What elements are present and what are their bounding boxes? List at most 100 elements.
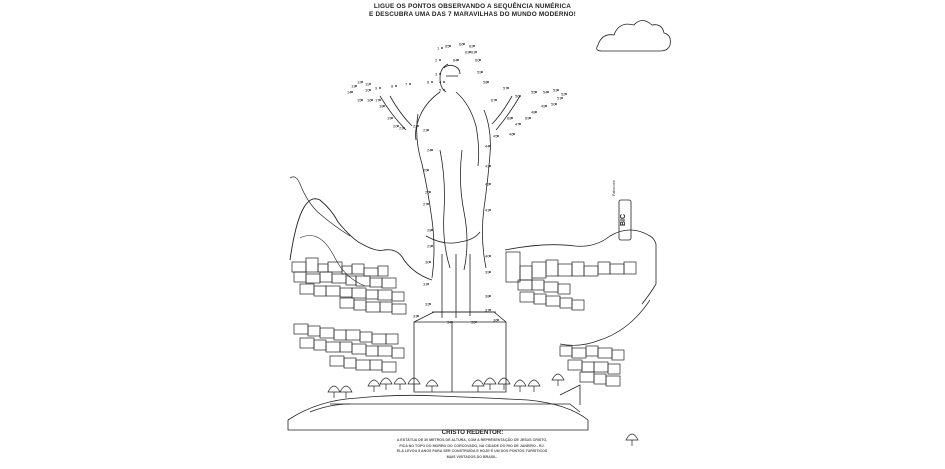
dot-number-41: 41 <box>485 207 490 212</box>
dot-number-31: 31 <box>423 281 428 286</box>
dot-58 <box>487 81 489 83</box>
dot-number-38: 38 <box>485 293 490 298</box>
dot-number-24: 24 <box>427 147 432 152</box>
dot-25 <box>427 169 429 171</box>
terrace <box>287 384 589 431</box>
dot-5 <box>443 89 445 91</box>
dot-number-17: 17 <box>375 97 380 102</box>
dot-number-12: 12 <box>357 79 362 84</box>
dot-number-19: 19 <box>387 115 392 120</box>
trees <box>327 373 639 446</box>
dot-64 <box>457 59 459 61</box>
dot-62 <box>473 45 475 47</box>
favela-left <box>291 257 407 315</box>
dot-number-46: 46 <box>509 131 514 136</box>
dot-number-48: 48 <box>531 109 536 114</box>
dot-20 <box>397 125 399 127</box>
dot-number-45: 45 <box>493 133 498 138</box>
dot-number-60: 60 <box>475 57 480 62</box>
dot-22 <box>417 125 419 127</box>
dot-2 <box>439 59 441 61</box>
dot-number-47: 47 <box>515 121 520 126</box>
dot-number-51: 51 <box>557 95 562 100</box>
dot-number-62: 62 <box>469 43 474 48</box>
dot-number-52: 52 <box>561 91 566 96</box>
dot-number-1: 1 <box>437 45 440 50</box>
dot-48 <box>535 111 537 113</box>
dot-11 <box>369 83 371 85</box>
dot-37 <box>489 309 491 311</box>
instruction-line-1: LIGUE OS PONTOS OBSERVANDO A SEQUÊNCIA N… <box>373 3 572 10</box>
dot-52 <box>565 93 567 95</box>
dot-55 <box>535 91 537 93</box>
dot-46 <box>513 133 515 135</box>
dot-number-33: 33 <box>413 313 418 318</box>
mountain-peak <box>289 176 351 237</box>
dot-number-20: 20 <box>393 123 398 128</box>
caption-body: A ESTÁTUA DE 30 METROS DE ALTURA, COM A … <box>372 438 572 460</box>
dot-7 <box>409 83 411 85</box>
dot-number-6: 6 <box>427 79 430 84</box>
dot-30 <box>429 261 431 263</box>
dot-number-65: 65 <box>445 43 450 48</box>
dot-number-63: 63 <box>465 49 470 54</box>
dot-29 <box>431 245 433 247</box>
dot-number-22: 22 <box>413 123 418 128</box>
dot-number-25: 25 <box>423 167 428 172</box>
dot-47 <box>519 123 521 125</box>
dot-number-18: 18 <box>379 103 384 108</box>
mountain-left <box>289 198 433 281</box>
dot-35 <box>475 321 477 323</box>
dot-number-54: 54 <box>543 89 548 94</box>
dot-number-49: 49 <box>541 103 546 108</box>
dot-26 <box>429 191 431 193</box>
dot-number-5: 5 <box>439 87 442 92</box>
dot-number-2: 2 <box>435 57 438 62</box>
dot-34 <box>451 321 453 323</box>
dot-61 <box>475 51 477 53</box>
cloud <box>596 20 671 52</box>
dot-50 <box>555 103 557 105</box>
favela-right-lower <box>559 345 625 387</box>
dot-number-29: 29 <box>427 243 432 248</box>
dot-41 <box>489 209 491 211</box>
dot-43 <box>489 165 491 167</box>
mountain-right-2 <box>559 299 651 346</box>
dot-10 <box>369 89 371 91</box>
instruction-line-2: E DESCUBRA UMA DAS 7 MARAVILHAS DO MUNDO… <box>369 11 576 18</box>
dot-number-58: 58 <box>483 79 488 84</box>
dot-66 <box>463 43 465 45</box>
statue-pedestal <box>413 311 507 393</box>
dot-23 <box>427 129 429 131</box>
dot-number-13: 13 <box>351 83 356 88</box>
dot-number-32: 32 <box>425 301 430 306</box>
dot-33 <box>417 315 419 317</box>
dot-68 <box>511 117 513 119</box>
dot-21 <box>403 127 405 129</box>
dot-number-61: 61 <box>471 49 476 54</box>
dot-15 <box>361 99 363 101</box>
dot-number-69: 69 <box>525 115 530 120</box>
dot-4 <box>443 81 445 83</box>
dot-number-44: 44 <box>485 143 490 148</box>
dot-59 <box>481 71 483 73</box>
caption-line: FICA NO TOPO DO MORRO DO CORCOVADO, NA C… <box>399 443 545 448</box>
dot-63 <box>469 51 471 53</box>
dot-number-8: 8 <box>391 83 394 88</box>
dot-number-67: 67 <box>491 97 496 102</box>
dot-number-34: 34 <box>447 319 452 324</box>
dot-16 <box>371 99 373 101</box>
dot-53 <box>557 89 559 91</box>
mountain-right <box>504 229 657 305</box>
dot-number-4: 4 <box>439 79 442 84</box>
caption-line: MAIS VISITADOS DO BRASIL. <box>446 454 498 459</box>
dot-number-40: 40 <box>485 253 490 258</box>
bic-logo-text: BIC <box>620 214 627 226</box>
dot-number-42: 42 <box>485 181 490 186</box>
dot-number-59: 59 <box>477 69 482 74</box>
dot-number-68: 68 <box>507 115 512 120</box>
dot-number-35: 35 <box>471 319 476 324</box>
